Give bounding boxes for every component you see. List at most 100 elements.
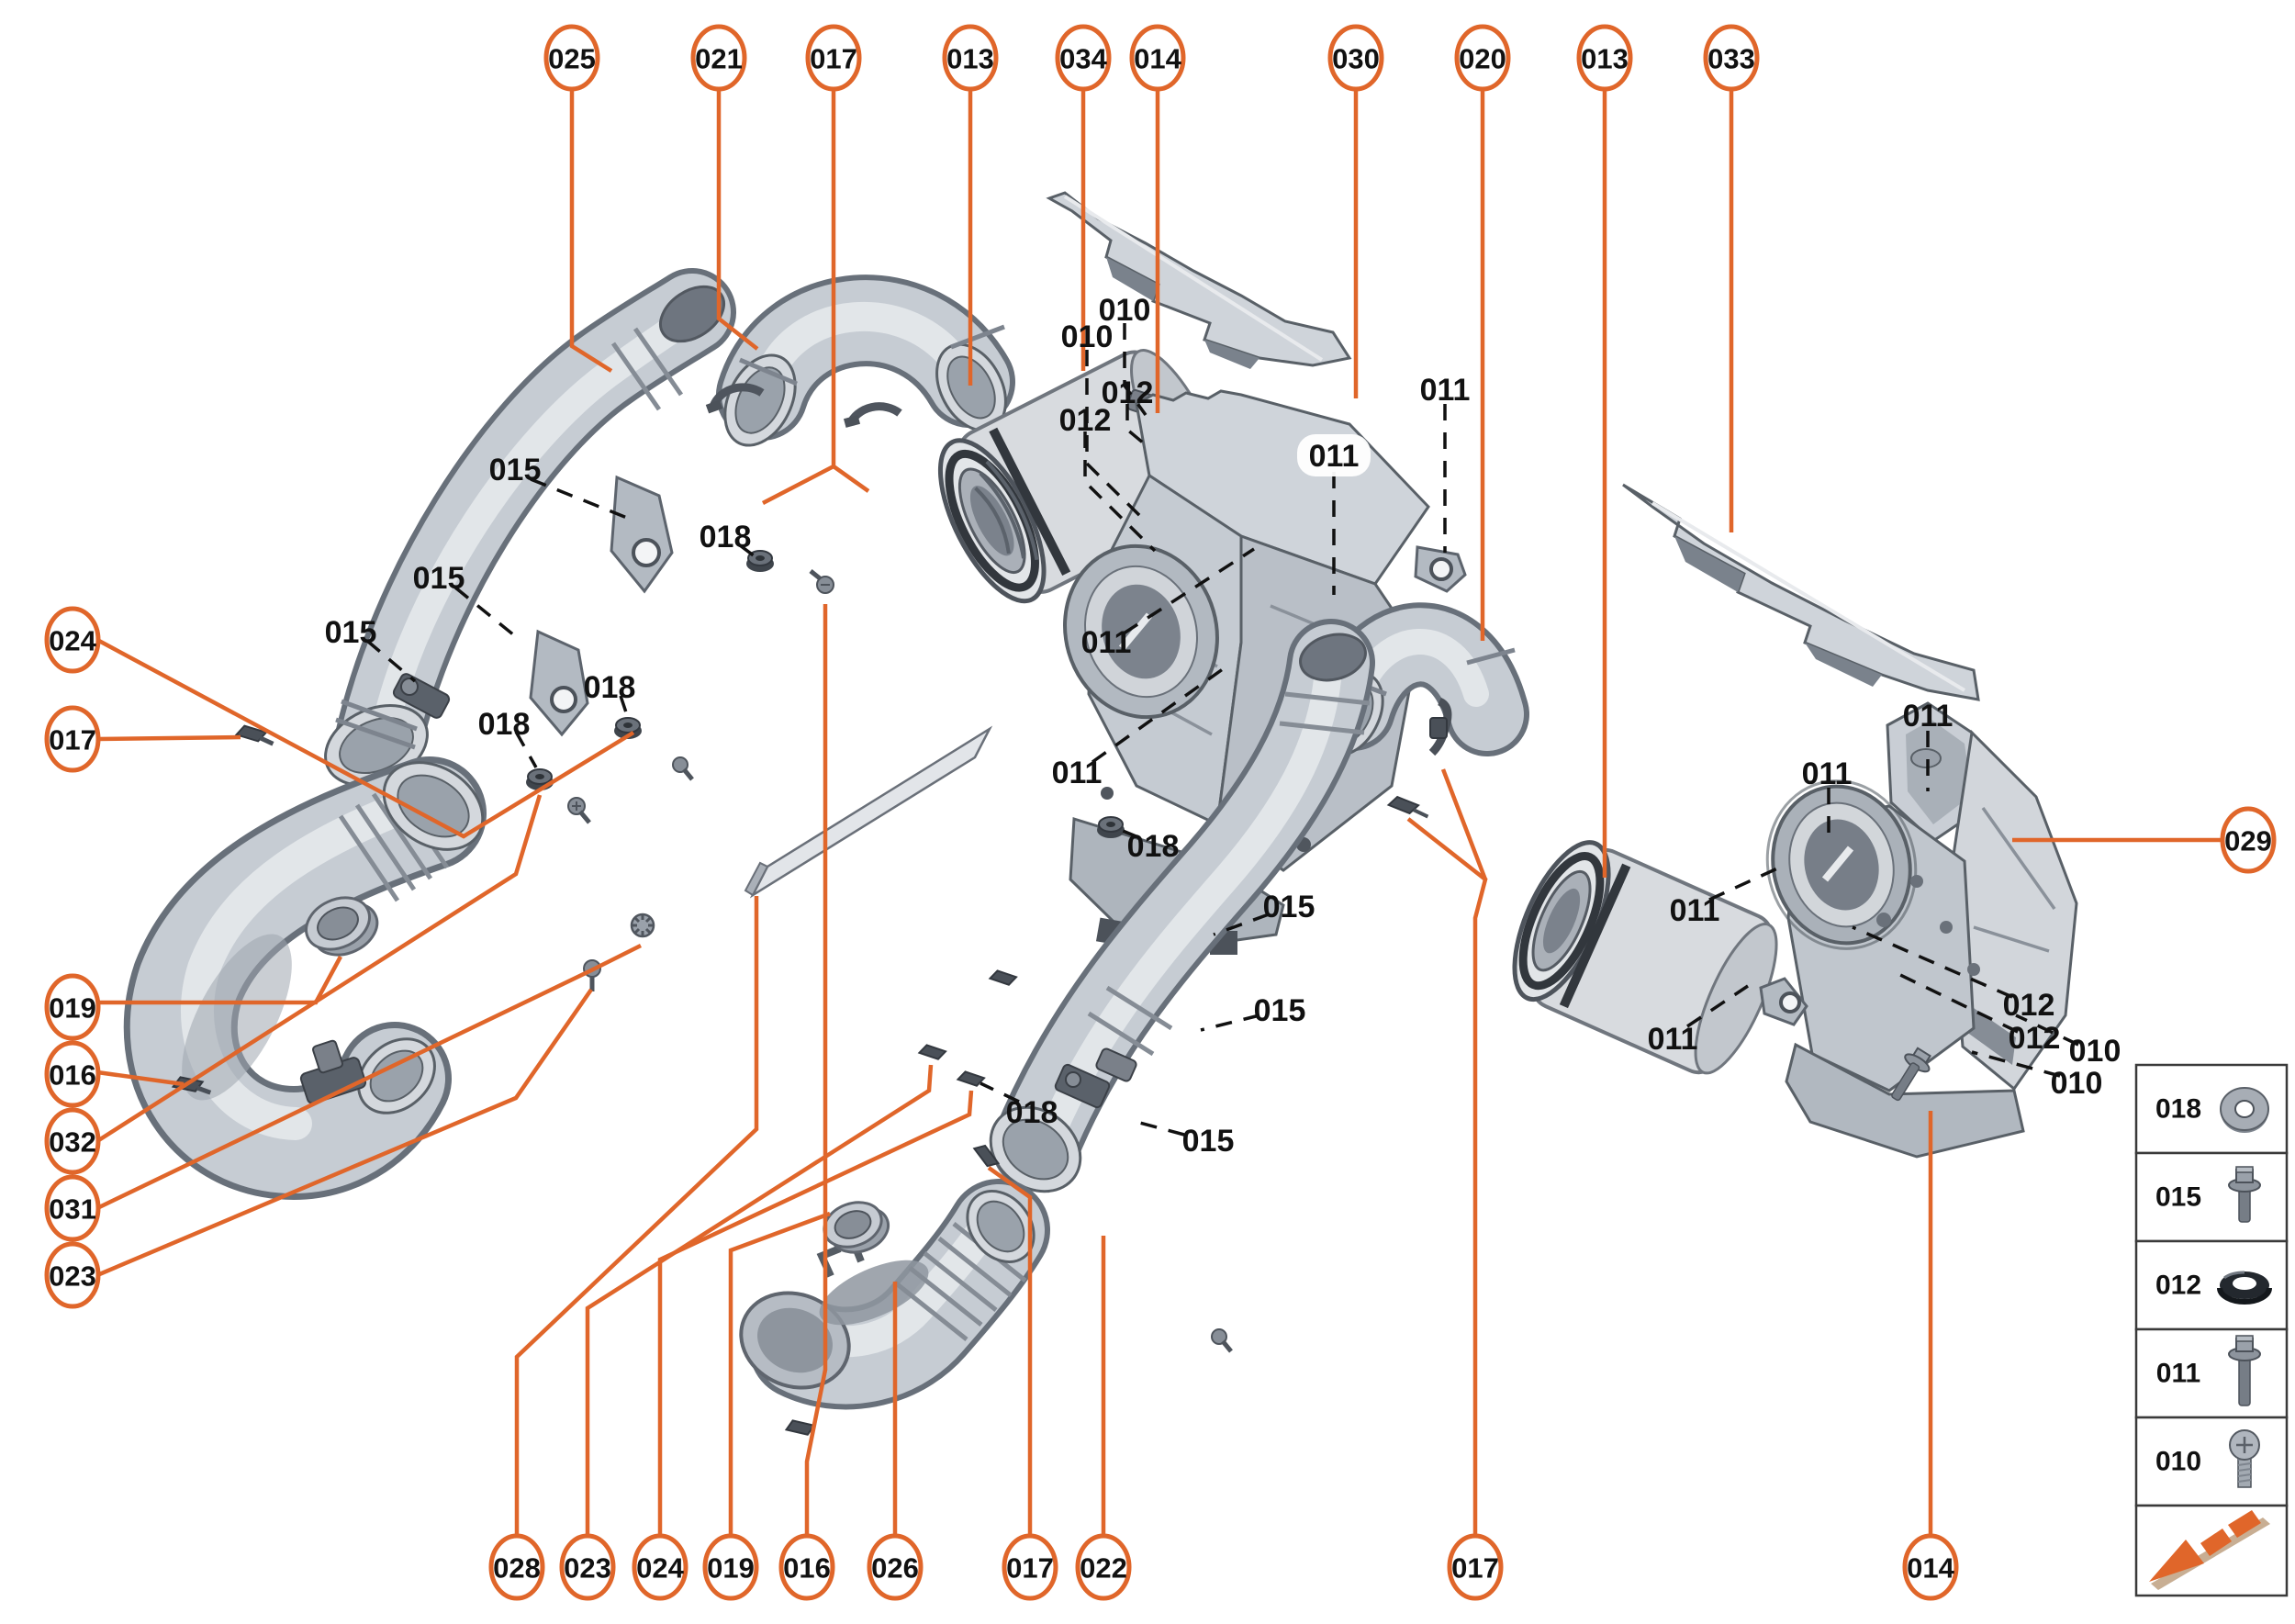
sealing-ring-left [305, 896, 379, 957]
dashed-leader-lines [365, 323, 2079, 1137]
callout-028[interactable]: 028 [488, 1533, 545, 1601]
callout-circle[interactable] [488, 1533, 545, 1601]
callout-031[interactable]: 031 [44, 1174, 101, 1242]
hose-outlet-clamp [299, 1039, 367, 1104]
callout-circle[interactable] [559, 1533, 616, 1601]
callout-circle[interactable] [44, 1174, 101, 1242]
callout-024[interactable]: 024 [44, 606, 101, 674]
dashed-leader-line [1123, 323, 1148, 417]
callout-circle[interactable] [44, 1107, 101, 1175]
leader-line [96, 988, 593, 1278]
dashed-leader-line [365, 639, 417, 683]
callout-circle[interactable] [867, 1533, 924, 1601]
callout-circle[interactable] [1002, 1533, 1058, 1601]
dashed-leader-line [1125, 404, 1151, 450]
callout-013[interactable]: 013 [942, 24, 999, 92]
callout-032[interactable]: 032 [44, 1107, 101, 1175]
callout-017[interactable]: 017 [1447, 1533, 1504, 1601]
callout-number: 034 [1059, 43, 1107, 75]
callout-014[interactable]: 014 [1902, 1533, 1959, 1601]
callout-circle[interactable] [1454, 24, 1511, 92]
part-ref-label: 015 [1263, 890, 1315, 924]
callout-number: 026 [871, 1552, 919, 1585]
dashed-leader-line [1115, 826, 1139, 839]
dashed-leader-line [1200, 1014, 1260, 1032]
callout-circle[interactable] [1327, 24, 1384, 92]
part-ref-label: 012 [1102, 375, 1154, 410]
callout-circle[interactable] [44, 1040, 101, 1108]
callout-number: 024 [636, 1552, 684, 1585]
mount-bolt [1891, 1047, 1931, 1102]
clamp-glyphs-upper [705, 383, 902, 428]
leader-line [585, 1064, 934, 1536]
trim-strip [744, 725, 993, 899]
callout-number: 016 [49, 1059, 96, 1092]
callout-016[interactable]: 016 [778, 1533, 835, 1601]
dashed-leader-line [1896, 971, 2019, 1034]
callout-024[interactable]: 024 [632, 1533, 688, 1601]
callout-016[interactable]: 016 [44, 1040, 101, 1108]
callout-circle[interactable] [543, 24, 600, 92]
dashed-leader-line [1136, 1120, 1185, 1137]
label-bubble [1297, 434, 1371, 476]
leader-line [1440, 768, 1488, 880]
callout-025[interactable]: 025 [543, 24, 600, 92]
callout-020[interactable]: 020 [1454, 24, 1511, 92]
part-ref-label: 018 [478, 707, 531, 742]
callout-circle[interactable] [690, 24, 747, 92]
callout-circle[interactable] [44, 606, 101, 674]
dashed-leader-line [453, 586, 516, 637]
callout-013[interactable]: 013 [1576, 24, 1633, 92]
sealing-ring-bottom [823, 1201, 890, 1254]
washer-icon [2220, 1087, 2269, 1133]
callout-023[interactable]: 023 [559, 1533, 616, 1601]
callout-circle[interactable] [44, 1241, 101, 1309]
callout-number: 014 [1907, 1552, 1954, 1585]
callout-circle[interactable] [805, 24, 862, 92]
callout-029[interactable]: 029 [2220, 806, 2277, 874]
part-ref-label: 015 [1182, 1124, 1235, 1159]
inline-part-labels: 0150150150180180180100100120120110110110… [325, 293, 2121, 1159]
callout-number: 031 [49, 1193, 96, 1226]
callout-circle[interactable] [778, 1533, 835, 1601]
callout-017[interactable]: 017 [805, 24, 862, 92]
part-ref-label: 012 [2009, 1021, 2061, 1056]
callout-034[interactable]: 034 [1055, 24, 1112, 92]
callout-circle[interactable] [1902, 1533, 1959, 1601]
callout-017[interactable]: 017 [44, 705, 101, 773]
callout-circle[interactable] [1576, 24, 1633, 92]
part-ref-label: 015 [325, 615, 377, 650]
small-screws [567, 569, 1233, 1353]
intake-hose-left [123, 756, 487, 1200]
callout-number: 028 [493, 1552, 541, 1585]
callout-circle[interactable] [1129, 24, 1186, 92]
callout-circle[interactable] [44, 705, 101, 773]
dashed-leader-line [1213, 913, 1270, 936]
part-ref-label: 018 [1127, 829, 1180, 864]
callout-circle[interactable] [942, 24, 999, 92]
callout-021[interactable]: 021 [690, 24, 747, 92]
leader-line [1406, 817, 1488, 1536]
callout-number: 017 [1451, 1552, 1499, 1585]
callout-circle[interactable] [1055, 24, 1112, 92]
callout-019[interactable]: 019 [702, 1533, 759, 1601]
callout-circle[interactable] [44, 973, 101, 1041]
callout-030[interactable]: 030 [1327, 24, 1384, 92]
dashed-leader-line [1123, 547, 1255, 635]
callout-026[interactable]: 026 [867, 1533, 924, 1601]
callout-circle[interactable] [632, 1533, 688, 1601]
dashed-leader-line [1686, 984, 1749, 1028]
callout-circle[interactable] [1447, 1533, 1504, 1601]
callout-circle[interactable] [1075, 1533, 1132, 1601]
callout-014[interactable]: 014 [1129, 24, 1186, 92]
callout-022[interactable]: 022 [1075, 1533, 1132, 1601]
callout-023[interactable]: 023 [44, 1241, 101, 1309]
callout-033[interactable]: 033 [1703, 24, 1760, 92]
callout-017[interactable]: 017 [1002, 1533, 1058, 1601]
callout-circle[interactable] [2220, 806, 2277, 874]
callout-circle[interactable] [1703, 24, 1760, 92]
leader-line [716, 89, 759, 351]
callout-019[interactable]: 019 [44, 973, 101, 1041]
callout-circle[interactable] [702, 1533, 759, 1601]
hose-clamp-bracket [392, 673, 451, 719]
